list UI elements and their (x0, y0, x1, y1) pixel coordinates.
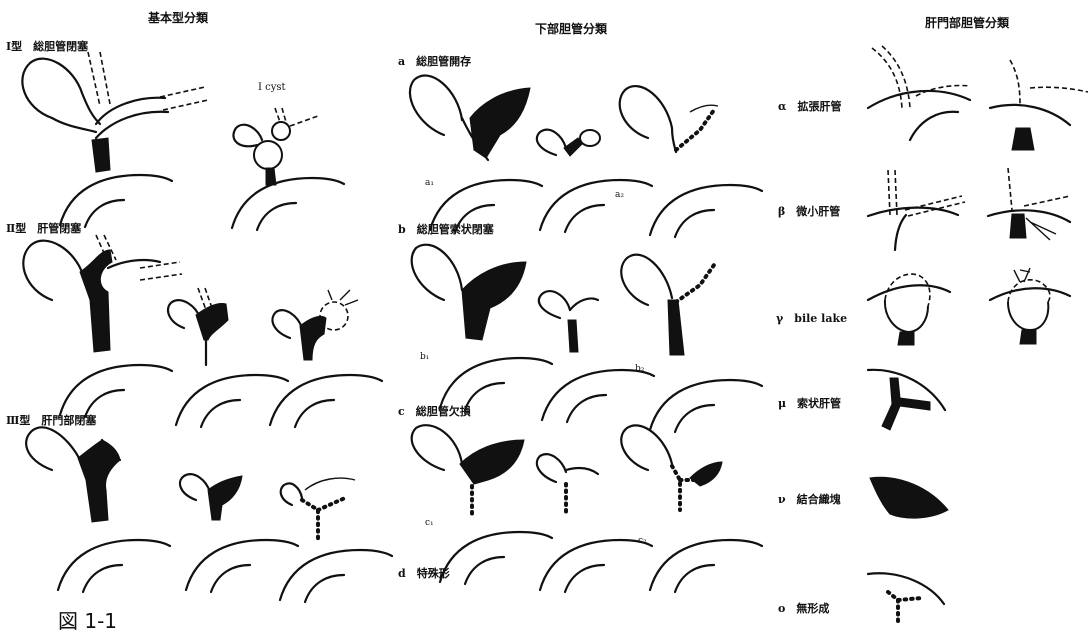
hilar-beta-diagram-1 (868, 170, 965, 250)
lower-a3-diagram (620, 86, 762, 237)
lower-b3-diagram (621, 255, 762, 432)
hilar-beta-diagram-2 (988, 168, 1070, 240)
lower-c1-diagram (412, 425, 552, 584)
type2-diagram-1 (23, 235, 182, 417)
type2-diagram-3 (270, 290, 382, 427)
hilar-gamma-diagram-2 (990, 268, 1070, 344)
type3-diagram-1 (26, 427, 170, 592)
lower-c2-diagram (537, 454, 652, 592)
hilar-nu-diagram (870, 477, 948, 518)
hilar-alpha-diagram-1 (868, 46, 970, 140)
lower-c3-diagram (621, 425, 762, 592)
type2-diagram-2 (168, 288, 288, 427)
hilar-o-diagram (868, 573, 944, 625)
hilar-gamma-diagram-1 (868, 274, 950, 345)
lower-a1-diagram (410, 76, 542, 232)
type3-diagram-3 (280, 478, 392, 602)
lower-b1-diagram (412, 245, 552, 410)
lower-b2-diagram (539, 291, 654, 422)
lower-a2-diagram (537, 130, 652, 232)
hilar-alpha-diagram-2 (990, 60, 1088, 150)
type1-cyst-diagram (232, 108, 344, 230)
type1-diagram (22, 52, 208, 227)
hilar-mu-diagram (868, 370, 945, 430)
